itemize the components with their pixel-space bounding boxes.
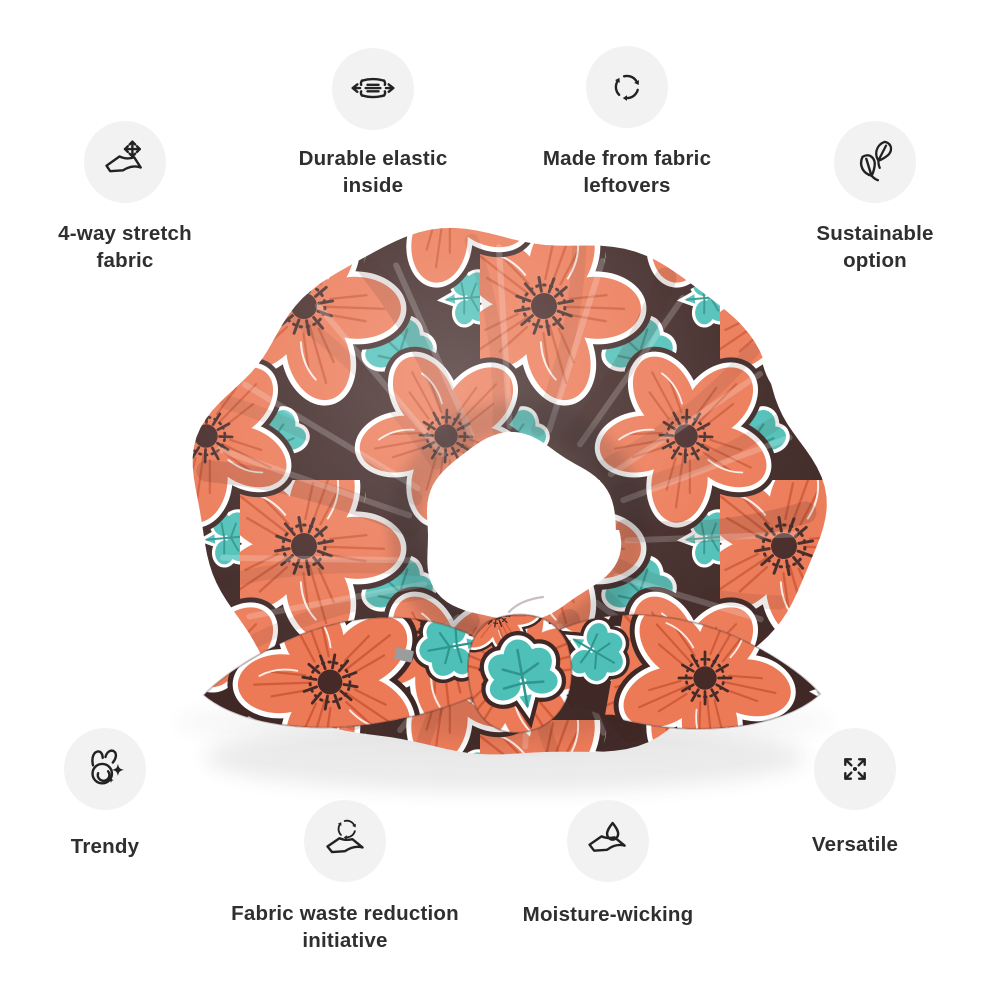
recycle-arrows-icon [614,74,639,101]
care-tag [394,647,414,663]
scrunchie-sparkle-icon [91,749,124,785]
feature-trendy: Trendy [0,728,245,860]
elastic-band-icon [351,77,395,99]
feature-moisture-wicking: Moisture-wicking [468,800,748,928]
feature-label-line: Fabric waste reduction [231,902,459,925]
feature-label: 4-way stretch fabric [58,220,192,274]
icon-badge [304,800,386,882]
icon-badge [332,48,414,130]
fabric-recycle-icon [326,819,364,854]
icon-badge [84,121,166,203]
feature-label-line: Moisture-wicking [522,903,694,926]
feature-versatile: Versatile [715,728,995,858]
product-shadow [205,723,805,791]
feature-label-line: Versatile [811,833,899,856]
bow-knot [466,613,573,734]
feature-label-line: Made from fabric [542,147,712,170]
icon-badge [814,728,896,810]
droplet-fabric-icon [588,821,626,852]
feature-fabric-leftovers: Made from fabric leftovers [487,46,767,199]
icon-badge [586,46,668,128]
feature-label-line: 4-way stretch [58,222,192,245]
feature-label: Versatile [812,831,898,858]
feature-label-line: Sustainable [816,222,934,245]
feature-label: Moisture-wicking [523,901,694,928]
feature-label: Made from fabric leftovers [543,145,711,199]
feature-waste-reduction: Fabric waste reduction initiative [205,800,485,954]
feature-label-line: Trendy [70,835,140,858]
expand-arrows-icon [844,758,866,780]
feature-durable-elastic: Durable elastic inside [233,48,513,199]
icon-badge [567,800,649,882]
feature-label-line: option [843,249,907,272]
icon-badge [834,121,916,203]
feature-sustainable: Sustainable option [735,121,1000,274]
feature-label: Durable elastic inside [299,145,448,199]
feature-stretch-fabric: 4-way stretch fabric [0,121,265,274]
feature-label: Trendy [71,833,139,860]
feature-label: Fabric waste reduction initiative [231,900,459,954]
feature-label-line: leftovers [583,174,671,197]
icon-badge [64,728,146,810]
feature-label-line: Durable elastic [298,147,448,170]
feature-label: Sustainable option [816,220,933,274]
stretch-fabric-icon [105,140,142,173]
leaves-icon [859,140,893,182]
feature-label-line: initiative [302,929,388,952]
feature-label-line: fabric [96,249,154,272]
feature-label-line: inside [342,174,404,197]
